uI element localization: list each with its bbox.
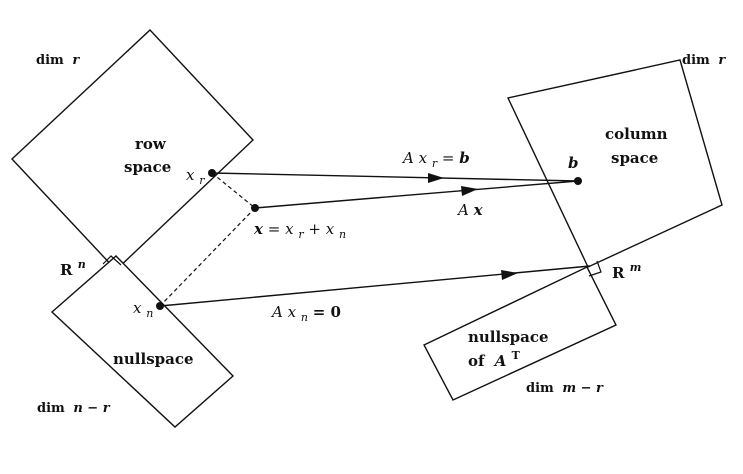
arrowhead-x-to-b bbox=[461, 186, 478, 196]
right-angle-marker-rn bbox=[102, 255, 122, 266]
xn-point-label: x n bbox=[133, 299, 153, 320]
Rm-label: R m bbox=[612, 261, 641, 282]
column-space-label-2: space bbox=[611, 149, 658, 167]
dashed-x-to-xn bbox=[159, 207, 256, 307]
Axr-equals-b-equation: A x r = b bbox=[401, 149, 470, 171]
point-b bbox=[574, 177, 582, 185]
Ax-equation: A x bbox=[456, 201, 484, 219]
row-space-label-1: row bbox=[135, 135, 167, 153]
arrow-xn-to-zero bbox=[159, 265, 591, 307]
Axn-equals-zero-equation: A x n = 0 bbox=[270, 303, 341, 325]
dim-r-left-label: dim r bbox=[36, 53, 80, 68]
x-decomposition-equation: x = x r + x n bbox=[253, 220, 346, 242]
nullspace-right-label-2: of A T bbox=[468, 349, 521, 370]
b-point-label: b bbox=[568, 154, 579, 172]
dim-m-minus-r-label: dim m − r bbox=[526, 381, 604, 396]
arrow-x-to-b bbox=[254, 180, 579, 209]
right-angle-marker-rm bbox=[588, 260, 602, 277]
row-space-label-2: space bbox=[124, 158, 171, 176]
arrowhead-xn-to-zero bbox=[501, 270, 518, 280]
left-nullspace-rect bbox=[50, 255, 235, 428]
dashed-xr-to-x bbox=[211, 172, 256, 209]
arrowhead-xr-to-b bbox=[428, 173, 444, 183]
column-space-label-1: column bbox=[605, 125, 668, 143]
nullspace-right-label-1: nullspace bbox=[468, 328, 549, 346]
point-xn bbox=[156, 302, 164, 310]
xr-point-label: x r bbox=[186, 166, 205, 187]
Rn-label: R n bbox=[60, 258, 86, 279]
nullspace-left-label: nullspace bbox=[113, 350, 194, 368]
dim-n-minus-r-label: dim n − r bbox=[37, 401, 111, 416]
point-xr bbox=[208, 169, 216, 177]
column-space-rect bbox=[506, 59, 723, 268]
left-null-AT-rect bbox=[423, 266, 617, 401]
point-x bbox=[251, 204, 259, 212]
arrow-xr-to-b bbox=[211, 172, 579, 182]
row-space-rect bbox=[11, 29, 254, 271]
dim-r-right-label: dim r bbox=[682, 53, 726, 68]
